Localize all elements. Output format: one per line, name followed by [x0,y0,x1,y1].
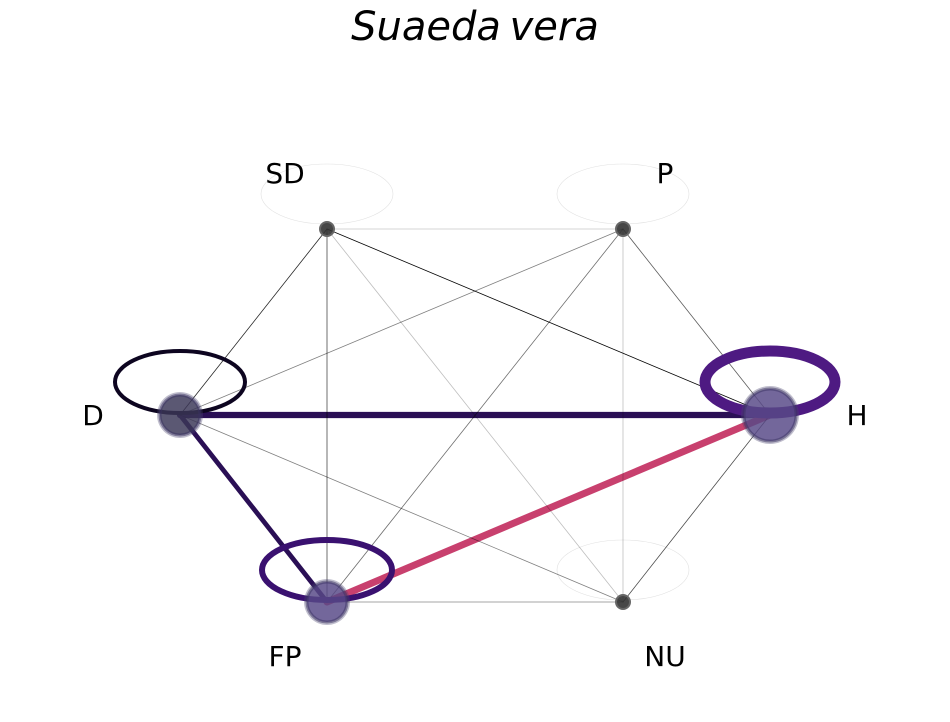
node-label-d: D [82,399,104,432]
node-d [157,392,203,438]
node-p [615,221,631,237]
edge-p-d [179,228,624,416]
node-nu [615,594,631,610]
edge-fp-h [323,411,774,606]
labels-layer: SD P D H FP NU [82,157,867,673]
diagram-title: Suaeda vera [351,4,599,50]
node-label-fp: FP [269,640,302,673]
edge-sd-h [326,228,771,416]
edge-h-nu [622,414,771,603]
edge-d-nu [179,414,624,603]
node-circle-nu [615,594,631,610]
edge-p-h [622,228,771,416]
node-label-nu: NU [644,640,685,673]
edge-d-fp [177,412,330,605]
node-h [741,386,799,444]
node-circle-fp [305,580,349,624]
node-label-p: P [657,157,674,190]
edge-sd-d [179,228,328,416]
node-sd [319,221,335,237]
node-fp [304,579,350,625]
node-label-h: H [846,399,867,432]
node-circle-p [615,221,631,237]
node-circle-sd [319,221,335,237]
node-circle-h [742,387,798,443]
nodes-layer [157,221,799,625]
edge-p-fp [326,228,624,603]
edges-layer [176,228,774,606]
node-label-sd: SD [265,157,304,190]
node-circle-d [158,393,202,437]
